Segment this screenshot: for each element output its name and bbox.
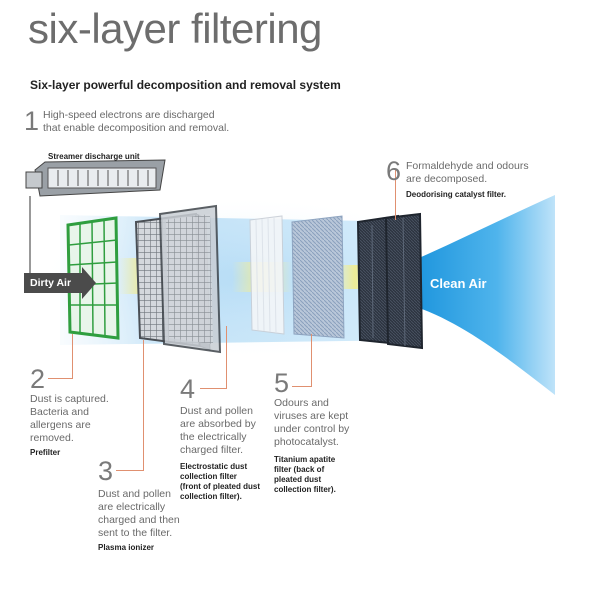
step-3-label: Plasma ionizer — [98, 543, 155, 552]
connector-line-3b — [116, 470, 144, 471]
step-6-description: Formaldehyde and odours are decomposed. — [406, 160, 529, 185]
step-1-number: 1 — [24, 106, 40, 136]
connector-line-6 — [395, 170, 396, 220]
dirty-air-arrow-icon — [82, 267, 96, 299]
step-5-label: Titanium apatite filter (back of pleated… — [274, 455, 336, 494]
connector-line-5b — [292, 386, 312, 387]
step-4-label: Electrostatic dust collection filter (fr… — [180, 462, 260, 501]
step-5-description: Odours and viruses are kept under contro… — [274, 397, 350, 448]
connector-line-5 — [311, 334, 312, 386]
titanium-apatite-filter-panel — [291, 215, 345, 339]
deodorising-catalyst-panel — [356, 212, 424, 350]
dirty-air-label: Dirty Air — [24, 273, 82, 293]
connector-line-2 — [72, 334, 73, 378]
connector-line-2b — [48, 378, 73, 379]
connector-line-4b — [200, 388, 227, 389]
clean-air-stream — [410, 195, 555, 395]
step-2-description: Dust is captured. Bacteria and allergens… — [30, 393, 109, 444]
step-3-description: Dust and pollen are electrically charged… — [98, 488, 180, 539]
connector-line-3 — [143, 340, 144, 470]
clean-air-label: Clean Air — [430, 276, 487, 291]
step-4-description: Dust and pollen are absorbed by the elec… — [180, 405, 256, 456]
step-6-label: Deodorising catalyst filter. — [406, 190, 507, 199]
pleated-dust-filter-panel — [249, 215, 285, 335]
step-4-number: 4 — [180, 374, 196, 404]
connector-line-4 — [226, 326, 227, 388]
step-6-number: 6 — [386, 156, 402, 186]
step-5-number: 5 — [274, 368, 290, 398]
step-3-number: 3 — [98, 456, 114, 486]
streamer-unit-label: Streamer discharge unit — [48, 152, 140, 161]
page-title: six-layer filtering — [28, 5, 322, 52]
step-1-description: High-speed electrons are discharged that… — [43, 109, 230, 134]
step-2-label: Prefilter — [30, 448, 61, 457]
step-2-number: 2 — [30, 364, 46, 394]
page-subtitle: Six-layer powerful decomposition and rem… — [30, 78, 341, 92]
streamer-discharge-unit — [25, 159, 166, 197]
electrostatic-filter-panel — [158, 204, 222, 354]
